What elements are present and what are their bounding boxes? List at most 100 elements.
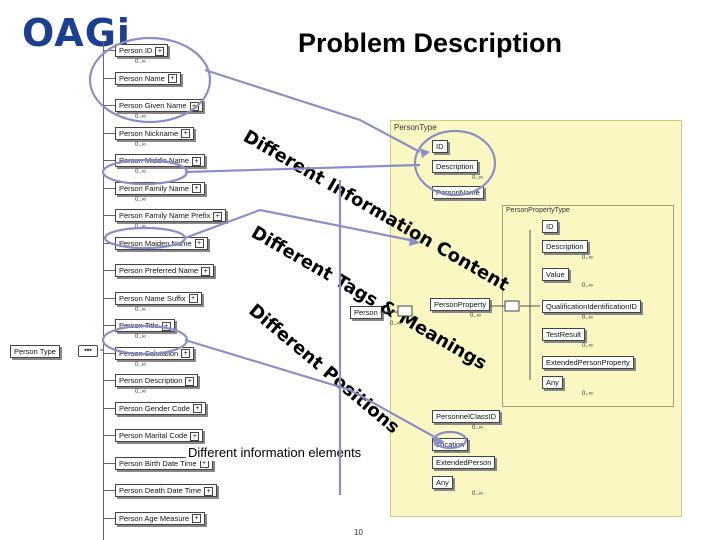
- expand-icon[interactable]: +: [192, 514, 202, 524]
- person-type-bottom-element-label: ExtendedPerson: [436, 458, 492, 467]
- person-type-bottom-element[interactable]: ExtendedPerson: [432, 456, 496, 469]
- cardinality-label: 0..∞: [390, 321, 401, 327]
- highlight-ellipse-top: [88, 36, 212, 124]
- person-element-label: Person: [354, 308, 378, 317]
- person-type-bottom-element[interactable]: PersonnelClassID: [432, 410, 501, 423]
- cardinality-label: 0..∞: [582, 283, 593, 289]
- tree-connector: [103, 132, 115, 134]
- expand-icon[interactable]: +: [181, 349, 191, 359]
- arrow-path-information: [204, 68, 421, 153]
- person-property-type-element[interactable]: Value: [542, 268, 569, 281]
- person-property-element[interactable]: PersonProperty: [430, 298, 491, 311]
- expand-icon[interactable]: +: [181, 129, 191, 139]
- cardinality-label: 0..∞: [135, 306, 146, 313]
- person-type-bottom-element[interactable]: Any: [432, 476, 453, 489]
- person-type-element-label: Description: [436, 162, 474, 171]
- person-property-type-element-label: TestResult: [546, 330, 582, 339]
- expand-icon[interactable]: +: [192, 156, 202, 166]
- tree-element[interactable]: Person Description+: [115, 374, 199, 387]
- person-type-bottom-element-label: Location: [436, 440, 465, 449]
- arrow-head-2: [409, 236, 420, 246]
- tree-element-label: Person Description: [119, 376, 183, 385]
- tree-element[interactable]: Person Gender Code+: [115, 401, 206, 415]
- cardinality-label: 0..∞: [135, 141, 146, 148]
- person-property-type-element-label: ID: [546, 222, 554, 231]
- tree-connector: [103, 160, 115, 161]
- tree-connector: [103, 187, 115, 189]
- cardinality-label: 0..∞: [135, 334, 146, 340]
- person-type-panel-title: PersonType: [394, 123, 437, 132]
- person-element[interactable]: Person: [350, 306, 382, 319]
- expand-icon[interactable]: +: [194, 239, 204, 249]
- tree-element-label: Person Nickname: [119, 128, 179, 138]
- cardinality-label: 0..∞: [472, 175, 483, 181]
- person-type-bottom-element-label: Any: [436, 478, 449, 487]
- person-property-type-element[interactable]: TestResult: [542, 328, 586, 341]
- tree-element[interactable]: Person Name+: [115, 71, 181, 85]
- tree-element-label: Person Age Measure: [119, 513, 190, 523]
- person-type-element-label: PersonName: [436, 188, 480, 197]
- tree-connector: [103, 435, 115, 436]
- tree-connector: [103, 407, 115, 409]
- expand-icon[interactable]: +: [185, 376, 195, 386]
- sequence-icon-inner: [504, 300, 520, 312]
- cardinality-label: 0..∞: [472, 425, 483, 431]
- expand-icon[interactable]: +: [192, 404, 202, 414]
- arrow-path-positions: [184, 338, 441, 441]
- expand-icon[interactable]: +: [188, 294, 198, 304]
- expand-icon[interactable]: +: [155, 46, 165, 56]
- person-type-element[interactable]: PersonName: [432, 186, 484, 199]
- tree-connector: [103, 77, 115, 79]
- cardinality-label: 0..∞: [582, 343, 593, 349]
- tree-connector: [103, 490, 115, 491]
- expand-icon[interactable]: +: [204, 486, 214, 496]
- page-title: Problem Description: [297, 28, 563, 58]
- cardinality-label: 0..∞: [135, 169, 146, 175]
- expand-icon[interactable]: +: [161, 321, 171, 331]
- person-type-root[interactable]: Person Type: [10, 345, 60, 358]
- tree-connector: [103, 517, 115, 519]
- expand-icon[interactable]: +: [213, 211, 223, 221]
- tree-connector: [103, 270, 115, 271]
- person-property-type-element-label: Value: [546, 270, 565, 279]
- person-property-type-element[interactable]: ID: [542, 220, 558, 233]
- arrow-path-tags: [184, 208, 411, 242]
- person-property-type-element[interactable]: ExtendedPersonProperty: [542, 356, 634, 369]
- person-property-type-element[interactable]: QualificationIdentificationID: [542, 300, 641, 313]
- sequence-icon-right: [397, 305, 413, 317]
- person-property-element-label: PersonProperty: [434, 300, 487, 309]
- cardinality-label: 0..∞: [135, 361, 146, 368]
- cardinality-label: 0..∞: [582, 255, 593, 261]
- tree-element[interactable]: Person Preferred Name+: [115, 264, 215, 277]
- arrow-head-1: [420, 148, 430, 158]
- person-property-type-element-label: ExtendedPersonProperty: [546, 358, 630, 367]
- cardinality-label: 0..∞: [135, 196, 146, 203]
- expand-icon[interactable]: +: [192, 184, 202, 194]
- person-type-element[interactable]: Description: [432, 160, 478, 173]
- tree-element[interactable]: Person Family Name Prefix+: [115, 209, 227, 222]
- person-property-type-element[interactable]: Description: [542, 240, 588, 253]
- tree-element-label: Person Name Suffix: [119, 293, 186, 303]
- expand-icon[interactable]: +: [167, 74, 177, 84]
- page-number: 10: [354, 528, 363, 537]
- arrow-head-3: [434, 436, 445, 446]
- highlight-ellipse-location: [432, 430, 468, 450]
- oagi-logo: OAGi: [22, 11, 131, 55]
- tree-element[interactable]: Person Name Suffix+: [115, 291, 202, 305]
- person-type-element[interactable]: ID: [432, 140, 448, 153]
- tree-element[interactable]: Person ID+: [115, 44, 169, 57]
- person-property-type-element-label: Description: [546, 242, 584, 251]
- expand-icon[interactable]: +: [190, 431, 200, 441]
- expand-icon[interactable]: +: [201, 266, 211, 276]
- tree-connector: [103, 380, 115, 381]
- cardinality-label: 0..∞: [472, 491, 483, 497]
- tree-element[interactable]: Person Age Measure+: [115, 511, 206, 525]
- tree-element[interactable]: Person Marital Code+: [115, 429, 204, 442]
- tree-element[interactable]: Person Given Name+: [115, 99, 203, 112]
- tree-element-label: Person Birth Date Time: [119, 458, 197, 468]
- highlight-ellipse-family: [103, 226, 187, 250]
- tree-element[interactable]: Person Death Date Time+: [115, 484, 218, 497]
- person-property-type-element[interactable]: Any: [542, 376, 563, 389]
- tree-element[interactable]: Person Nickname+: [115, 126, 195, 140]
